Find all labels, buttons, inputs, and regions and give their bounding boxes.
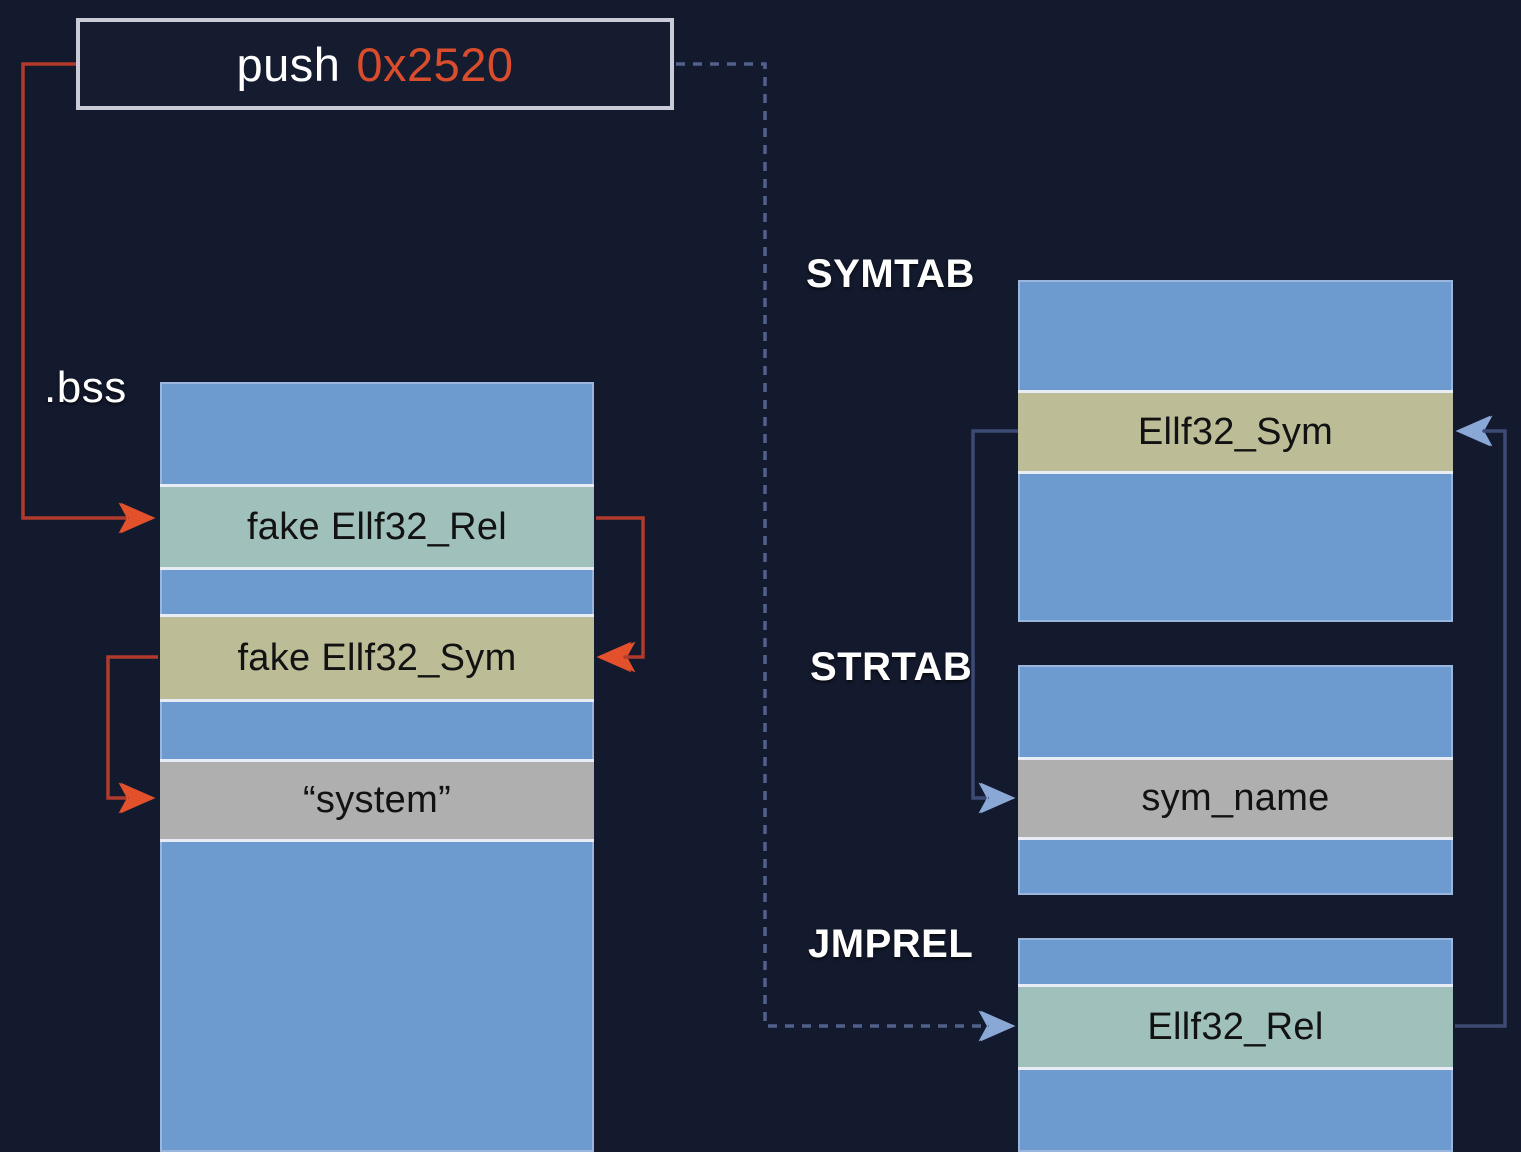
bss-row-label: fake Ellf32_Rel	[246, 505, 508, 548]
bss-row-label: “system”	[302, 779, 452, 821]
connector-push-to-jmprel-rel	[676, 62, 1014, 1042]
strtab-row-sym-name: sym_name	[1018, 757, 1453, 840]
connector-jmprel-rel-to-symtab-sym	[1455, 415, 1507, 1028]
connector-push-to-fake-rel	[21, 62, 154, 534]
bss-memory-block: fake Ellf32_Rel fake Ellf32_Sym “system”	[160, 382, 594, 1152]
connector-fake-sym-to-system	[106, 655, 158, 814]
bss-section-label: .bss	[44, 363, 127, 412]
strtab-section-label: STRTAB	[810, 645, 973, 689]
strtab-memory-block: sym_name	[1018, 665, 1453, 895]
bss-row-fake-elf32-rel: fake Ellf32_Rel	[160, 484, 594, 570]
jmprel-memory-block: Ellf32_Rel	[1018, 938, 1453, 1152]
push-instruction-box: push 0x2520	[76, 18, 674, 110]
push-operand-label: 0x2520	[356, 37, 514, 91]
connector-symtab-sym-to-strtab-name	[971, 429, 1018, 814]
symtab-section-label: SYMTAB	[806, 252, 975, 296]
jmprel-row-elf32-rel: Ellf32_Rel	[1018, 984, 1453, 1070]
symtab-row-label: Ellf32_Sym	[1137, 410, 1334, 453]
bss-row-fake-elf32-sym: fake Ellf32_Sym	[160, 614, 594, 702]
bss-row-label: fake Ellf32_Sym	[237, 636, 517, 679]
jmprel-section-label: JMPREL	[808, 922, 974, 966]
jmprel-row-label: Ellf32_Rel	[1147, 1005, 1324, 1048]
bss-row-system-string: “system”	[160, 759, 594, 842]
symtab-memory-block: Ellf32_Sym	[1018, 280, 1453, 622]
connector-fake-rel-to-fake-sym	[596, 516, 645, 673]
symtab-row-elf32-sym: Ellf32_Sym	[1018, 390, 1453, 474]
strtab-row-label: sym_name	[1141, 777, 1330, 819]
push-mnemonic-label: push	[236, 37, 341, 91]
